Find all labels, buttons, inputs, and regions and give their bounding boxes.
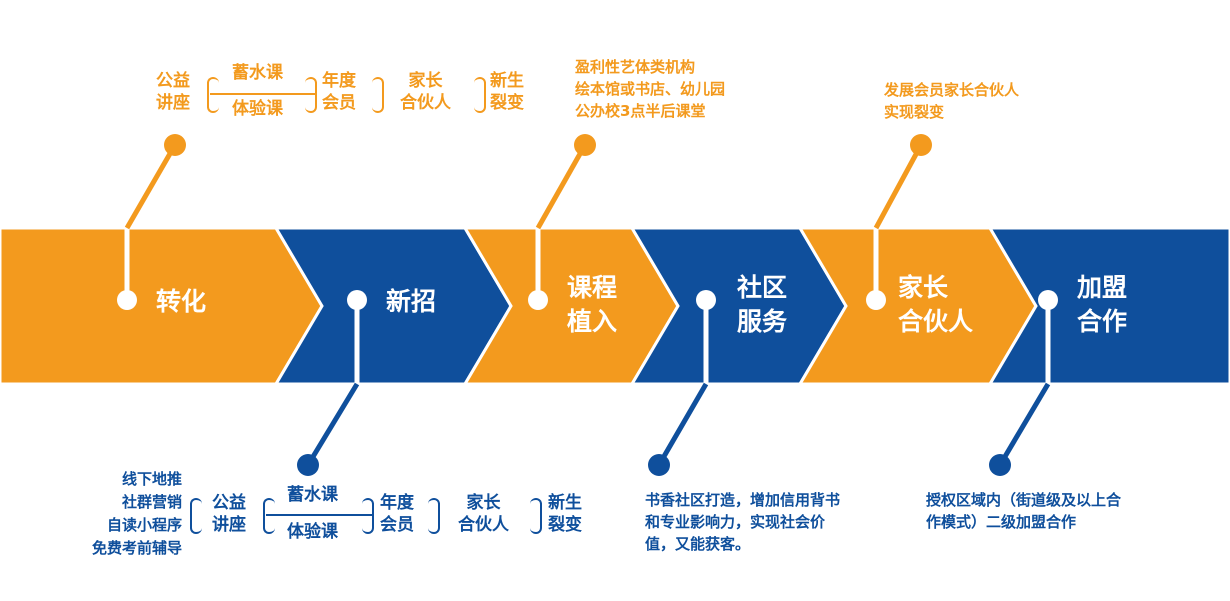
- flow-a2: 讲座: [212, 515, 246, 535]
- flow-c1: 年度: [380, 493, 414, 513]
- note-line: 发展会员家长合伙人: [884, 81, 1020, 99]
- stage-label-franchise-2: 合作: [1077, 307, 1128, 336]
- stage-label-community: 社区: [737, 273, 788, 302]
- note-community: 书香社区打造，增加信用背书 和专业影响力，实现社会价 值，又能获客。: [645, 489, 840, 555]
- flow-c1: 年度: [322, 71, 356, 91]
- source-item: 线下地推: [121, 470, 182, 488]
- note-parent: 发展会员家长合伙人 实现裂变: [884, 79, 1019, 123]
- note-line: 公办校3点半后课堂: [575, 102, 706, 120]
- stage-label-parent-2: 合伙人: [898, 307, 974, 336]
- stage-label-course-2: 植入: [567, 307, 618, 336]
- connector-dots: [117, 134, 1058, 476]
- flow-b1: 蓄水课: [287, 485, 338, 505]
- flow-d1: 家长: [408, 71, 443, 91]
- source-item: 免费考前辅导: [91, 539, 182, 557]
- stage-label-franchise: 加盟: [1077, 273, 1128, 302]
- note-line: 授权区域内（街道级及以上合: [926, 491, 1122, 509]
- flow-e1: 新生: [548, 493, 582, 513]
- flow-a2: 讲座: [156, 93, 190, 113]
- flow-c2: 会员: [380, 515, 414, 535]
- note-line: 和专业影响力，实现社会价: [645, 513, 826, 531]
- note-line: 作模式）二级加盟合作: [926, 513, 1077, 531]
- flow-b2: 体验课: [232, 99, 283, 119]
- stage-label-course: 课程: [567, 273, 618, 302]
- flow-e2: 裂变: [490, 93, 524, 113]
- stage-label-parent: 家长: [898, 273, 949, 302]
- source-item: 社群营销: [121, 493, 182, 511]
- note-line: 绘本馆或书店、幼儿园: [575, 80, 726, 98]
- note-franchise: 授权区域内（街道级及以上合 作模式）二级加盟合作: [926, 489, 1121, 533]
- note-line: 盈利性艺体类机构: [575, 58, 696, 76]
- flow-a1: 公益: [156, 71, 190, 91]
- source-item: 自读小程序: [106, 516, 182, 534]
- flow-e2: 裂变: [548, 515, 582, 535]
- note-line: 书香社区打造，增加信用背书: [645, 491, 841, 509]
- flow-d2: 合伙人: [458, 515, 509, 535]
- note-line: 实现裂变: [884, 103, 945, 121]
- note-line: 值，又能获客。: [645, 535, 751, 553]
- flow-b2: 体验课: [287, 522, 338, 542]
- flow-c2: 会员: [322, 93, 356, 113]
- flow-d1: 家长: [466, 493, 501, 513]
- stage-label-convert: 转化: [156, 287, 207, 316]
- flow-d2: 合伙人: [400, 93, 451, 113]
- flow-a1: 公益: [212, 493, 246, 513]
- flow-e1: 新生: [490, 71, 524, 91]
- stage-label-community-2: 服务: [737, 307, 788, 336]
- flow-b1: 蓄水课: [232, 63, 283, 83]
- stage-label-recruit: 新招: [386, 287, 437, 316]
- note-course: 盈利性艺体类机构 绘本馆或书店、幼儿园 公办校3点半后课堂: [575, 56, 725, 122]
